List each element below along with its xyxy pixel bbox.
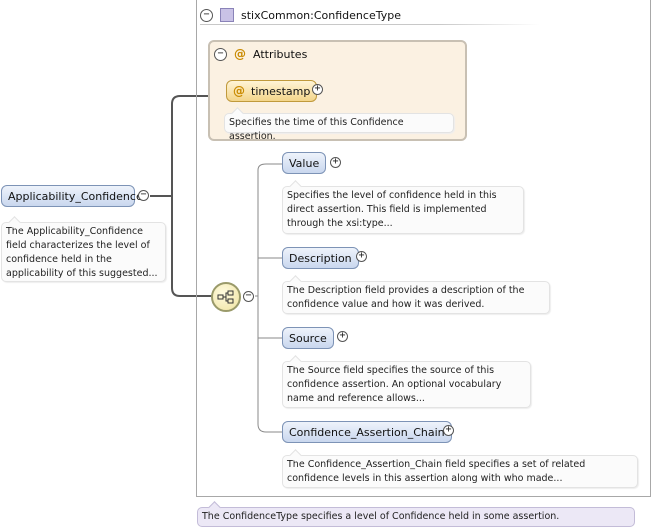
at-icon: @ bbox=[234, 47, 246, 61]
element-confidence-assertion-chain[interactable]: Confidence_Assertion_Chain bbox=[282, 421, 452, 443]
attribute-label: timestamp bbox=[251, 84, 311, 98]
element-description[interactable]: Description bbox=[282, 247, 359, 269]
value-doc: Specifies the level of confidence held i… bbox=[282, 186, 524, 234]
root-element-doc: The Applicability_Confidence field chara… bbox=[1, 222, 166, 282]
plus-circle-icon[interactable]: + bbox=[337, 331, 348, 342]
minus-circle-icon[interactable]: − bbox=[200, 8, 213, 22]
sequence-branches bbox=[255, 163, 282, 433]
element-label: Value bbox=[289, 156, 320, 170]
plus-circle-icon[interactable]: + bbox=[443, 425, 454, 436]
plus-circle-icon[interactable]: + bbox=[356, 251, 367, 262]
attributes-connector bbox=[171, 95, 226, 196]
element-label: Confidence_Assertion_Chain bbox=[289, 425, 445, 439]
attributes-label: Attributes bbox=[253, 47, 308, 61]
complex-type-icon bbox=[220, 8, 234, 22]
element-applicability-confidence[interactable]: Applicability_Confidence bbox=[1, 185, 143, 207]
attribute-doc: Specifies the time of this Confidence as… bbox=[224, 113, 454, 142]
element-label: Applicability_Confidence bbox=[8, 189, 143, 203]
minus-circle-icon[interactable]: − bbox=[138, 190, 149, 201]
source-doc: The Source field specifies the source of… bbox=[282, 361, 531, 408]
type-container bbox=[196, 0, 651, 497]
minus-circle-icon[interactable]: − bbox=[214, 47, 227, 61]
type-header: − stixCommon:ConfidenceType bbox=[200, 6, 540, 24]
attributes-header: − @ Attributes bbox=[214, 47, 307, 61]
element-source[interactable]: Source bbox=[282, 327, 334, 349]
type-name: stixCommon:ConfidenceType bbox=[241, 8, 401, 22]
minus-circle-icon[interactable]: − bbox=[243, 291, 254, 302]
description-doc: The Description field provides a descrip… bbox=[282, 281, 550, 314]
type-header-underline bbox=[200, 24, 540, 25]
sequence-glyph bbox=[217, 290, 234, 304]
element-label: Source bbox=[289, 331, 327, 345]
plus-circle-icon[interactable]: + bbox=[312, 84, 323, 95]
sequence-connector bbox=[171, 196, 212, 297]
element-label: Description bbox=[289, 251, 352, 265]
type-doc: The ConfidenceType specifies a level of … bbox=[197, 507, 635, 527]
attribute-timestamp[interactable]: @ timestamp bbox=[226, 80, 318, 102]
element-value[interactable]: Value bbox=[282, 152, 327, 174]
sequence-compositor-icon[interactable] bbox=[211, 282, 241, 312]
at-icon: @ bbox=[233, 84, 245, 98]
plus-circle-icon[interactable]: + bbox=[330, 157, 341, 168]
confidence-assertion-chain-doc: The Confidence_Assertion_Chain field spe… bbox=[282, 455, 638, 488]
